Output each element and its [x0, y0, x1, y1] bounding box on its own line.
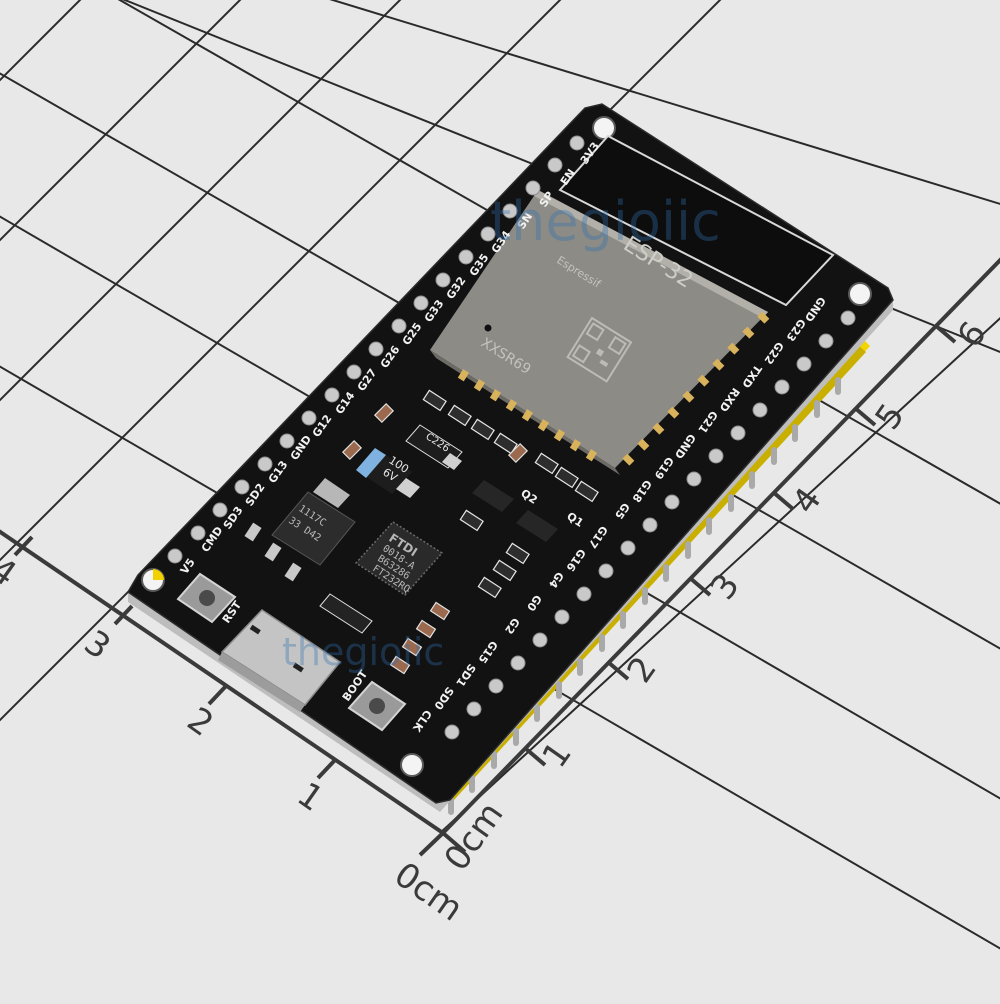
watermark-text-bottom: thegioiic — [282, 630, 444, 674]
smd-passives — [422, 389, 599, 599]
watermark-text-top: thegioiic — [490, 190, 721, 253]
pcb-board: ESP-32 Espressif XXSR69 — [126, 103, 894, 812]
esp32-module: ESP-32 Espressif XXSR69 — [430, 190, 770, 475]
left-ruler-axis — [0, 529, 445, 835]
mount-hole-bottom — [400, 753, 424, 777]
schottky-diode — [319, 593, 373, 634]
right-ruler-axis — [441, 257, 1000, 835]
micro-usb-port[interactable] — [218, 609, 342, 712]
watermark: thegioiic thegioiic — [282, 190, 721, 674]
module-qr-code — [566, 316, 633, 383]
mount-hole-top — [592, 116, 616, 140]
ruler-axes — [0, 257, 1000, 857]
antenna-area — [558, 134, 835, 307]
mount-hole-right — [848, 282, 872, 306]
voltage-regulator: 1117C 33 D42 — [244, 478, 356, 582]
ceramic-capacitors — [341, 402, 529, 675]
